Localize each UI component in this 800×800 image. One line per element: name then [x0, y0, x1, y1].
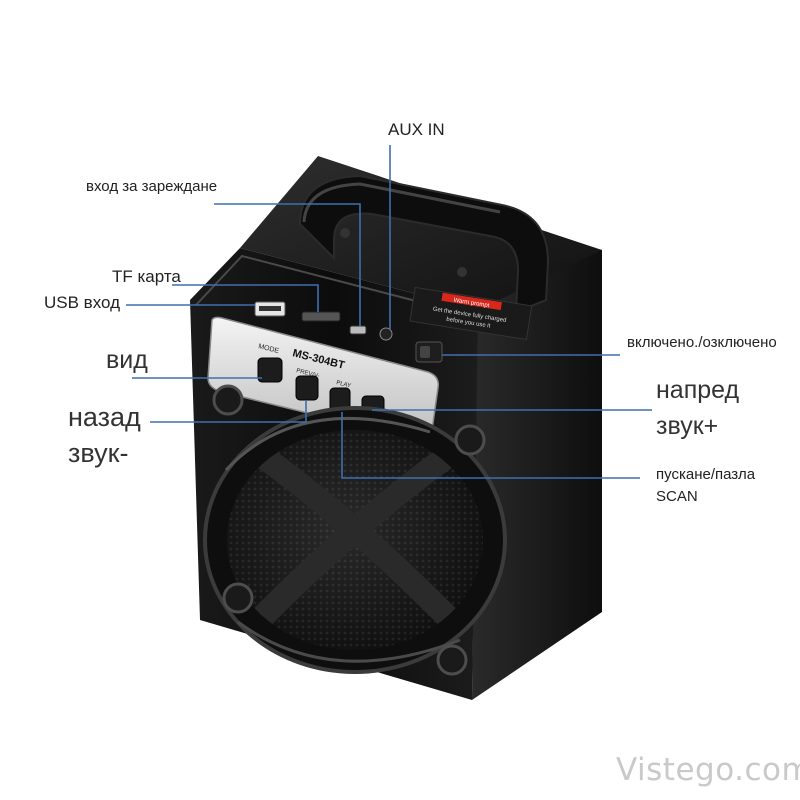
label-volume-up: звук+ [656, 412, 719, 440]
label-usb-input: USB вход [44, 293, 121, 312]
leader-back [150, 400, 307, 423]
top-port-row [254, 301, 393, 341]
mode-button[interactable] [257, 357, 283, 383]
leader-lines [126, 145, 652, 479]
warning-sticker: Warm prompt Get the device fully charged… [409, 286, 533, 341]
label-scan: SCAN [656, 488, 698, 505]
warning-title: Warm prompt [453, 298, 490, 310]
label-mode: вид [106, 346, 148, 374]
charging-port[interactable] [349, 325, 367, 335]
label-volume-down: звук- [68, 438, 129, 468]
leader-play-pause [341, 412, 640, 479]
leader-tf-card [172, 284, 319, 312]
label-next: напред [656, 376, 740, 404]
label-aux-in: AUX IN [388, 120, 445, 139]
leader-charging-input [214, 203, 361, 326]
speaker-grille-frame [203, 384, 507, 676]
corner-mount-top-left [212, 384, 244, 416]
speaker-side-face [472, 222, 602, 700]
button-prev-caption: PREV/V- [296, 368, 320, 380]
label-back: назад [68, 402, 141, 432]
corner-mount-top-right [454, 424, 486, 456]
tf-card-slot[interactable] [301, 311, 341, 322]
aux-in-jack[interactable] [379, 327, 393, 341]
label-tf-card: TF карта [112, 267, 181, 286]
button-mode-caption: MODE [258, 343, 280, 355]
prev-volume-down-button[interactable] [295, 375, 319, 401]
button-play-caption: PLAY [336, 380, 352, 389]
label-charging-input: вход за зареждане [86, 178, 218, 195]
corner-mount-bottom-right [436, 644, 468, 676]
power-switch[interactable] [415, 341, 443, 363]
corner-mount-bottom-left [222, 582, 254, 614]
carry-handle [298, 174, 550, 314]
label-play-pause: пускане/пазла [656, 466, 756, 483]
label-power: включено./озключено [627, 334, 777, 351]
watermark: Vistego.com [616, 752, 800, 788]
